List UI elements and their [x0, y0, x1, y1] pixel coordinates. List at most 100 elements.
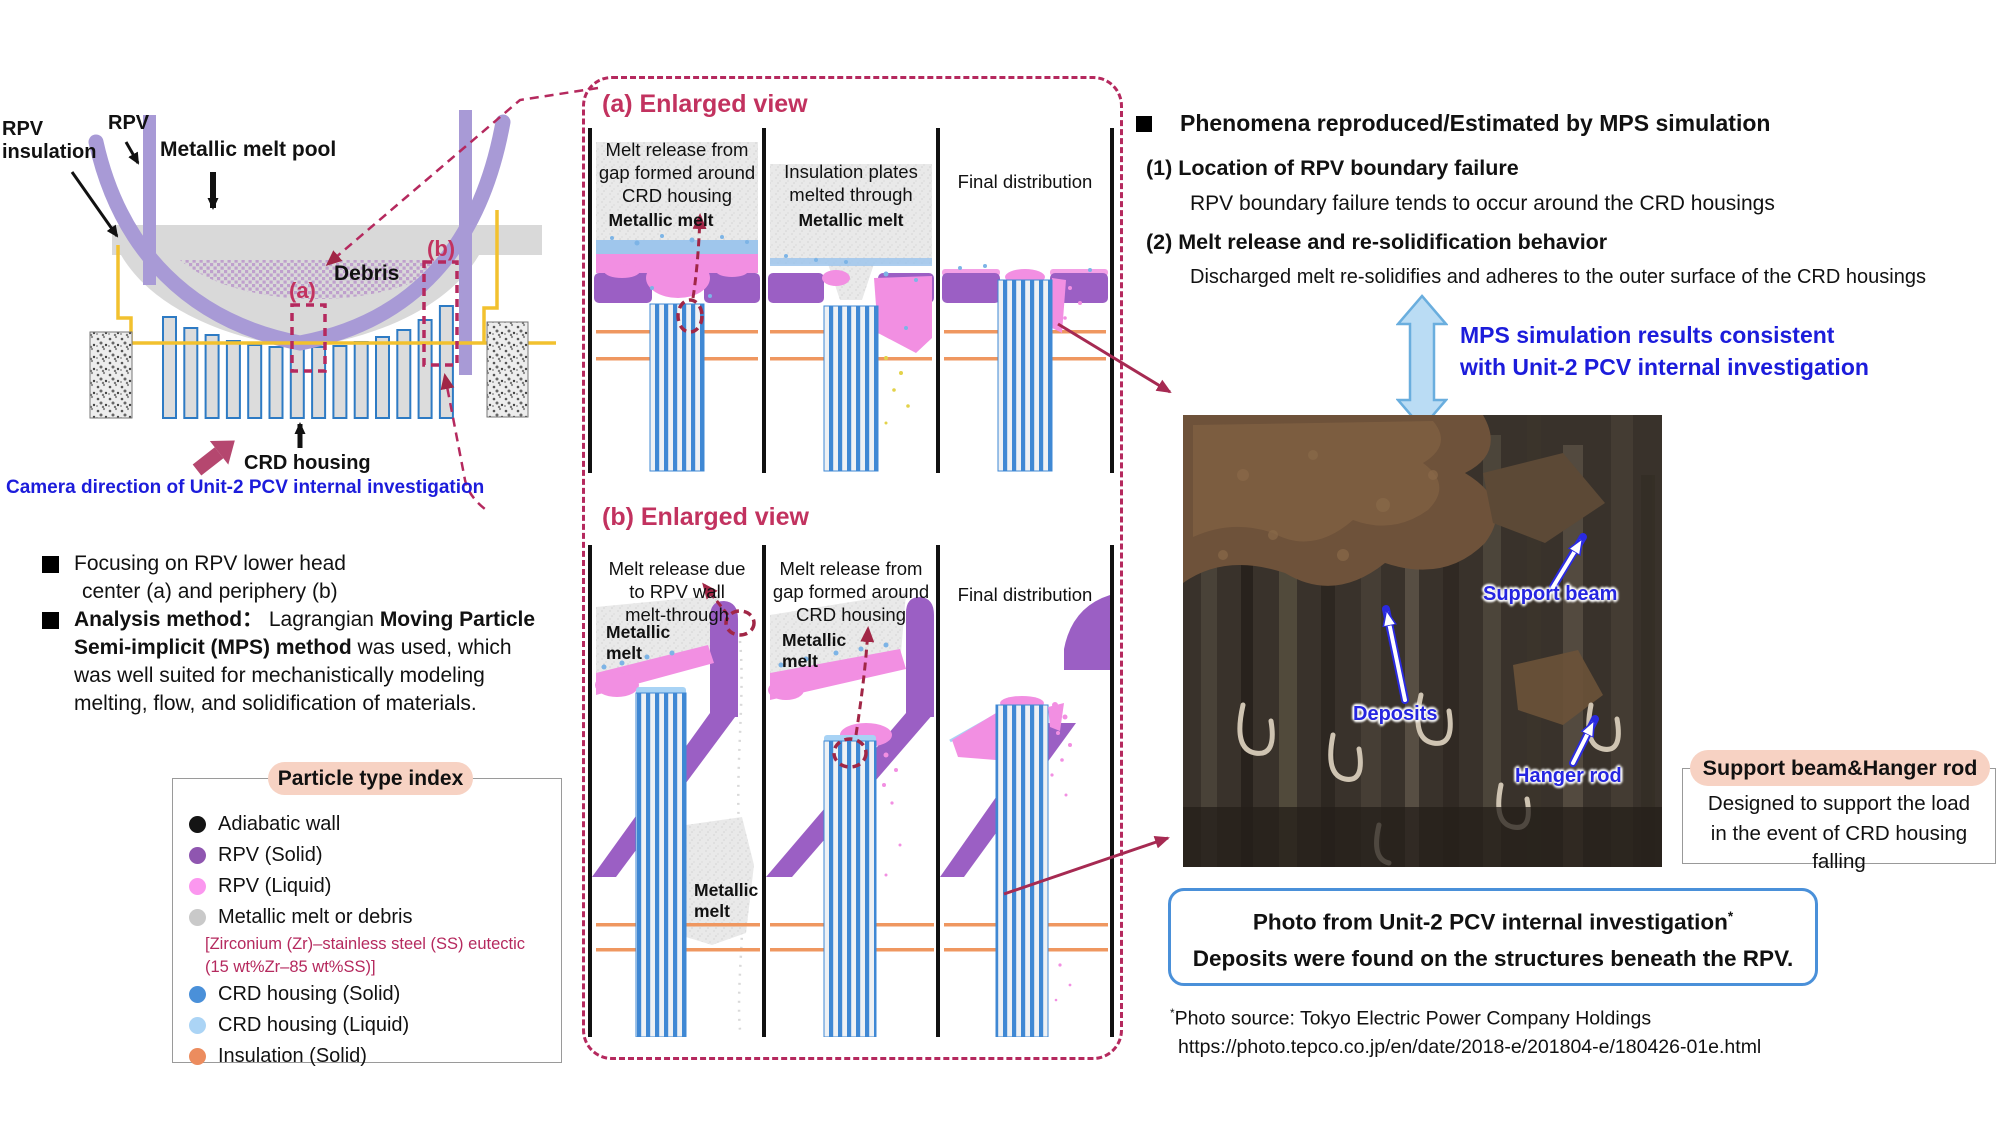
melt-release-arrow-a1: [691, 213, 707, 299]
analysis-mps-bold-1: Moving Particle: [379, 608, 536, 631]
sim-b1-melt-label: Metallic melt: [606, 622, 670, 664]
panel-border: [936, 128, 940, 473]
sim-b1-caption: Melt release due to RPV wall melt-throug…: [592, 557, 762, 626]
enlarged-a-title: (a) Enlarged view: [602, 90, 808, 118]
rpv-lower-head-schematic: [70, 86, 599, 510]
analysis-mps-bold-2: Semi-implicit (MPS) method: [74, 636, 352, 659]
legend-item: RPV (Liquid): [187, 871, 561, 902]
caption-line: to RPV wall: [629, 581, 725, 602]
photo-caption-box: Photo from Unit-2 PCV internal investiga…: [1168, 888, 1818, 986]
legend-item-label: RPV (Liquid): [218, 875, 332, 897]
sim-a2-caption: Insulation plates melted through: [766, 160, 936, 206]
sim-a1: [594, 142, 760, 472]
melt-label-line: Metallic: [782, 630, 847, 650]
sim-b2: [766, 593, 934, 1037]
caption-line: Melt release from: [779, 558, 923, 579]
caption-line: melt-through: [625, 604, 729, 625]
photo-caption-line1: Photo from Unit-2 PCV internal investiga…: [1171, 899, 1815, 941]
bullet-square-icon: [42, 612, 59, 629]
double-arrow-icon: [1396, 294, 1448, 430]
analysis-note: Analysis method： Lagrangian Moving Parti…: [74, 606, 574, 718]
eutectic-note: [Zirconium (Zr)–stainless steel (SS) eut…: [205, 933, 561, 979]
support-beam-label: Support beam: [1483, 583, 1618, 605]
footnote-url: https://photo.tepco.co.jp/en/date/2018-e…: [1178, 1035, 1762, 1058]
particle-color-dot: [189, 1017, 206, 1034]
legend-item-label: Metallic melt or debris: [218, 906, 413, 928]
panel-border: [1110, 545, 1114, 1037]
rpv-stub-left: [143, 115, 156, 285]
melt-label-line: melt: [606, 643, 642, 663]
caption-line: CRD housing: [621, 185, 733, 206]
sim-b3: [940, 595, 1110, 1037]
analysis-plain-1: Lagrangian: [263, 608, 380, 631]
sim-a2-melt-label: Metallic melt: [798, 210, 904, 230]
caption-line: Final distribution: [957, 171, 1093, 192]
rpv-insulation-label: RPV insulation: [2, 118, 97, 163]
phenomena-item1-title: (1) Location of RPV boundary failure: [1146, 156, 1519, 180]
analysis-plain-2: was used, which: [351, 636, 512, 659]
focus-a-label: (a): [289, 278, 316, 303]
melt-release-arrow-b1: [702, 582, 730, 616]
sim-b2-caption: Melt release from gap formed around CRD …: [766, 557, 936, 626]
melt-release-circle-b1: [724, 609, 756, 637]
phenomena-title: Phenomena reproduced/Estimated by MPS si…: [1180, 110, 1771, 136]
analysis-plain-4: melting, flow, and solidification of mat…: [74, 692, 477, 715]
focus-box-b: [422, 260, 459, 367]
legend-item: CRD housing (Solid): [187, 979, 561, 1010]
focus-note-line2: center (a) and periphery (b): [82, 580, 338, 603]
crd-housing-label: CRD housing: [244, 452, 371, 474]
panel-border: [762, 128, 766, 473]
analysis-plain-3: was well suited for mechanistically mode…: [74, 664, 485, 687]
particle-color-dot: [189, 816, 206, 833]
pedestal-right: [486, 321, 529, 418]
debris-label: Debris: [334, 262, 400, 285]
panel-border: [936, 545, 940, 1037]
phenomena-item1-body: RPV boundary failure tends to occur arou…: [1190, 192, 1775, 215]
panel-border: [762, 545, 766, 1037]
connector-a-dashed: [325, 86, 599, 266]
bullet-square-icon: [42, 556, 59, 573]
sim-a3: [942, 264, 1108, 472]
caption-line: melted through: [789, 184, 913, 205]
sim-b1-bottom-melt-label: Metallic melt: [694, 880, 758, 922]
sim-a2: [768, 164, 934, 472]
photo-caption-text: Photo from Unit-2 PCV internal investiga…: [1252, 909, 1728, 935]
legend-title-pill: Particle type index: [268, 762, 473, 795]
legend-item: RPV (Solid): [187, 840, 561, 871]
deposits-label: Deposits: [1353, 703, 1438, 725]
melt-label-line: melt: [782, 651, 818, 671]
sim-a1-caption: Melt release from gap formed around CRD …: [592, 138, 762, 207]
phenomena-item2-body: Discharged melt re-solidifies and adhere…: [1190, 266, 1926, 288]
caption-line: Final distribution: [957, 584, 1093, 605]
camera-direction-label: Camera direction of Unit-2 PCV internal …: [6, 477, 485, 498]
caption-line: Insulation plates: [784, 161, 918, 182]
sim-b2-melt-label: Metallic melt: [782, 630, 846, 672]
footnote-asterisk: *: [1170, 1007, 1175, 1020]
rpv-arrow-icon: [124, 141, 140, 165]
support-beam-box-line1: Designed to support the load: [1707, 792, 1971, 815]
legend-item: Adiabatic wall: [187, 809, 561, 840]
consistency-text-line1: MPS simulation results consistent: [1460, 322, 1835, 348]
support-beam-box-title: Support beam&Hanger rod: [1690, 750, 1990, 786]
debris-region: [180, 260, 448, 299]
enlarged-b-title: (b) Enlarged view: [602, 503, 809, 531]
focus-b-label: (b): [427, 236, 456, 261]
caption-line: CRD housing: [795, 604, 907, 625]
rpv-insulation-line: [116, 210, 556, 345]
legend-item-label: CRD housing (Liquid): [218, 1014, 410, 1036]
legend-item: Metallic melt or debris: [187, 902, 561, 933]
consistency-text-line2: with Unit-2 PCV internal investigation: [1460, 354, 1869, 380]
legend-item: Insulation (Solid): [187, 1041, 561, 1072]
pedestal-left: [89, 331, 133, 419]
photo-caption-line2: Deposits were found on the structures be…: [1192, 945, 1794, 971]
melt-release-circle-a1: [676, 298, 704, 334]
particle-color-dot: [189, 909, 206, 926]
phenomena-item2-title: (2) Melt release and re-solidification b…: [1146, 230, 1608, 254]
sim-a1-melt-label: Metallic melt: [608, 210, 714, 230]
melt-label-line: Metallic: [606, 622, 671, 642]
sim-b3-caption: Final distribution: [940, 583, 1110, 606]
particle-type-legend: Adiabatic wall RPV (Solid) RPV (Liquid) …: [172, 778, 562, 1067]
eutectic-note-line1: [Zirconium (Zr)–stainless steel (SS) eut…: [205, 935, 526, 953]
bullet-square-icon: [1136, 116, 1152, 132]
